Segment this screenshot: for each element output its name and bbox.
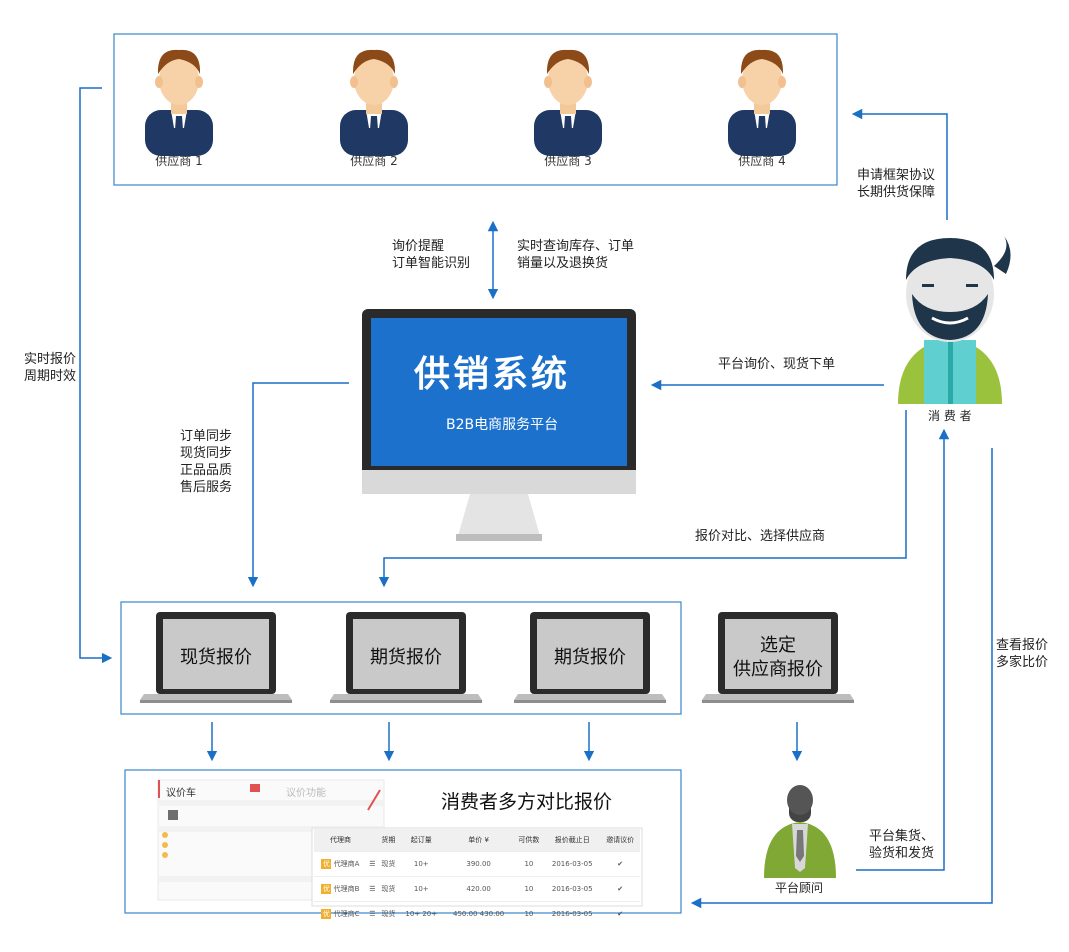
system-title: 供销系统 <box>414 354 571 395</box>
label-realtime-quote: 实时报价周期时效 <box>24 352 77 384</box>
supplier-3-avatar <box>534 49 602 156</box>
quote-selected-text: 选定供应商报价 <box>733 635 823 680</box>
col-agent: 代理商 <box>314 829 367 852</box>
list-icon: ☰ <box>366 876 378 902</box>
advisor-label: 平台顾问 <box>775 881 824 895</box>
label-framework: 申请框架协议长期供货保障 <box>857 168 936 200</box>
monitor-icon <box>362 309 636 541</box>
col-price: 单价 ¥ <box>443 829 514 852</box>
recommend-badge: 优 <box>321 884 332 894</box>
col-blank <box>366 829 378 852</box>
quote-spot-text: 现货报价 <box>180 647 252 668</box>
invite-checkbox[interactable]: ✔ <box>600 851 640 877</box>
col-qty: 可供数 <box>513 829 545 852</box>
comparison-table: 代理商 货期 起订量 单价 ¥ 可供数 报价截止日 邀请议价 优 代理商A ☰ … <box>314 829 640 926</box>
label-platform-ship: 平台集货、验货和发货 <box>869 829 935 861</box>
col-period: 货期 <box>377 829 399 852</box>
label-sync: 订单同步现货同步正品品质售后服务 <box>180 429 233 495</box>
comparison-title: 消费者多方对比报价 <box>441 791 613 813</box>
label-platform-order: 平台询价、现货下单 <box>718 357 836 372</box>
recommend-badge: 优 <box>321 859 332 869</box>
supplier-4-label: 供应商 4 <box>738 154 786 168</box>
col-invite: 邀请议价 <box>600 829 640 852</box>
invite-checkbox[interactable]: ✔ <box>600 876 640 902</box>
col-moq: 起订量 <box>398 829 444 852</box>
mini-function-label: 议价功能 <box>286 788 326 799</box>
table-row: 优 代理商A ☰ 现货 10+ 390.00 10 2016-03-05 ✔ <box>314 851 640 877</box>
label-realtime-query: 实时查询库存、订单销量以及退换货 <box>517 239 635 271</box>
supplier-frame <box>113 33 838 186</box>
supplier-2-avatar <box>340 49 408 156</box>
label-inquiry: 询价提醒订单智能识别 <box>392 239 471 271</box>
mini-cart-title: 议价车 <box>166 788 196 799</box>
system-subtitle: B2B电商服务平台 <box>446 417 559 433</box>
col-deadline: 报价截止日 <box>544 829 601 852</box>
flow-arrows <box>79 87 993 909</box>
table-row: 优 代理商B ☰ 现货 10+ 420.00 10 2016-03-05 ✔ <box>314 876 640 902</box>
consumer-icon <box>898 236 1011 404</box>
quote-futures-2-text: 期货报价 <box>554 647 626 668</box>
list-icon: ☰ <box>366 851 378 877</box>
label-view-quotes: 查看报价多家比价 <box>996 638 1049 670</box>
invite-checkbox[interactable]: ✔ <box>600 901 640 926</box>
quote-frame <box>120 601 682 715</box>
list-icon: ☰ <box>366 901 378 926</box>
label-compare-select: 报价对比、选择供应商 <box>695 529 826 544</box>
recommend-badge: 优 <box>321 909 332 919</box>
table-header-row: 代理商 货期 起订量 单价 ¥ 可供数 报价截止日 邀请议价 <box>314 829 640 852</box>
supplier-2-label: 供应商 2 <box>350 154 398 168</box>
supplier-1-label: 供应商 1 <box>155 154 203 168</box>
table-row: 优 代理商C ☰ 现货 10+ 20+ 450.00 430.00 10 201… <box>314 901 640 926</box>
advisor-icon <box>764 785 836 878</box>
supplier-3-label: 供应商 3 <box>544 154 592 168</box>
quote-futures-1-text: 期货报价 <box>370 647 442 668</box>
supplier-4-avatar <box>728 49 796 156</box>
supplier-1-avatar <box>145 49 213 156</box>
consumer-label: 消 费 者 <box>928 409 972 423</box>
